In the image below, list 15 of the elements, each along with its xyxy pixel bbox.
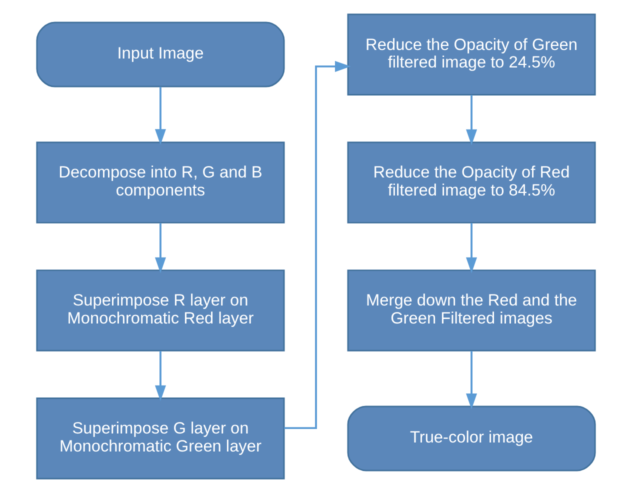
arrow — [466, 351, 478, 410]
arrow — [284, 60, 351, 430]
node-box: Reduce the Opacity of Red filtered image to 84.5% — [347, 142, 596, 224]
arrow — [154, 223, 166, 274]
node-box: Superimpose G layer on Monochromatic Green layer — [36, 398, 285, 480]
arrow — [466, 223, 478, 274]
arrow — [154, 351, 166, 402]
arrow — [154, 86, 166, 145]
node-box: Superimpose R layer on Monochromatic Red layer — [36, 270, 285, 352]
node-box: Input Image — [36, 22, 285, 88]
node-box: Reduce the Opacity of Green filtered image to 24.5% — [347, 14, 596, 96]
node-box: True-color image — [347, 406, 596, 472]
node-box: Merge down the Red and the Green Filtered images — [347, 270, 596, 352]
node-box: Decompose into R, G and B components — [36, 142, 285, 224]
arrow — [466, 95, 478, 146]
